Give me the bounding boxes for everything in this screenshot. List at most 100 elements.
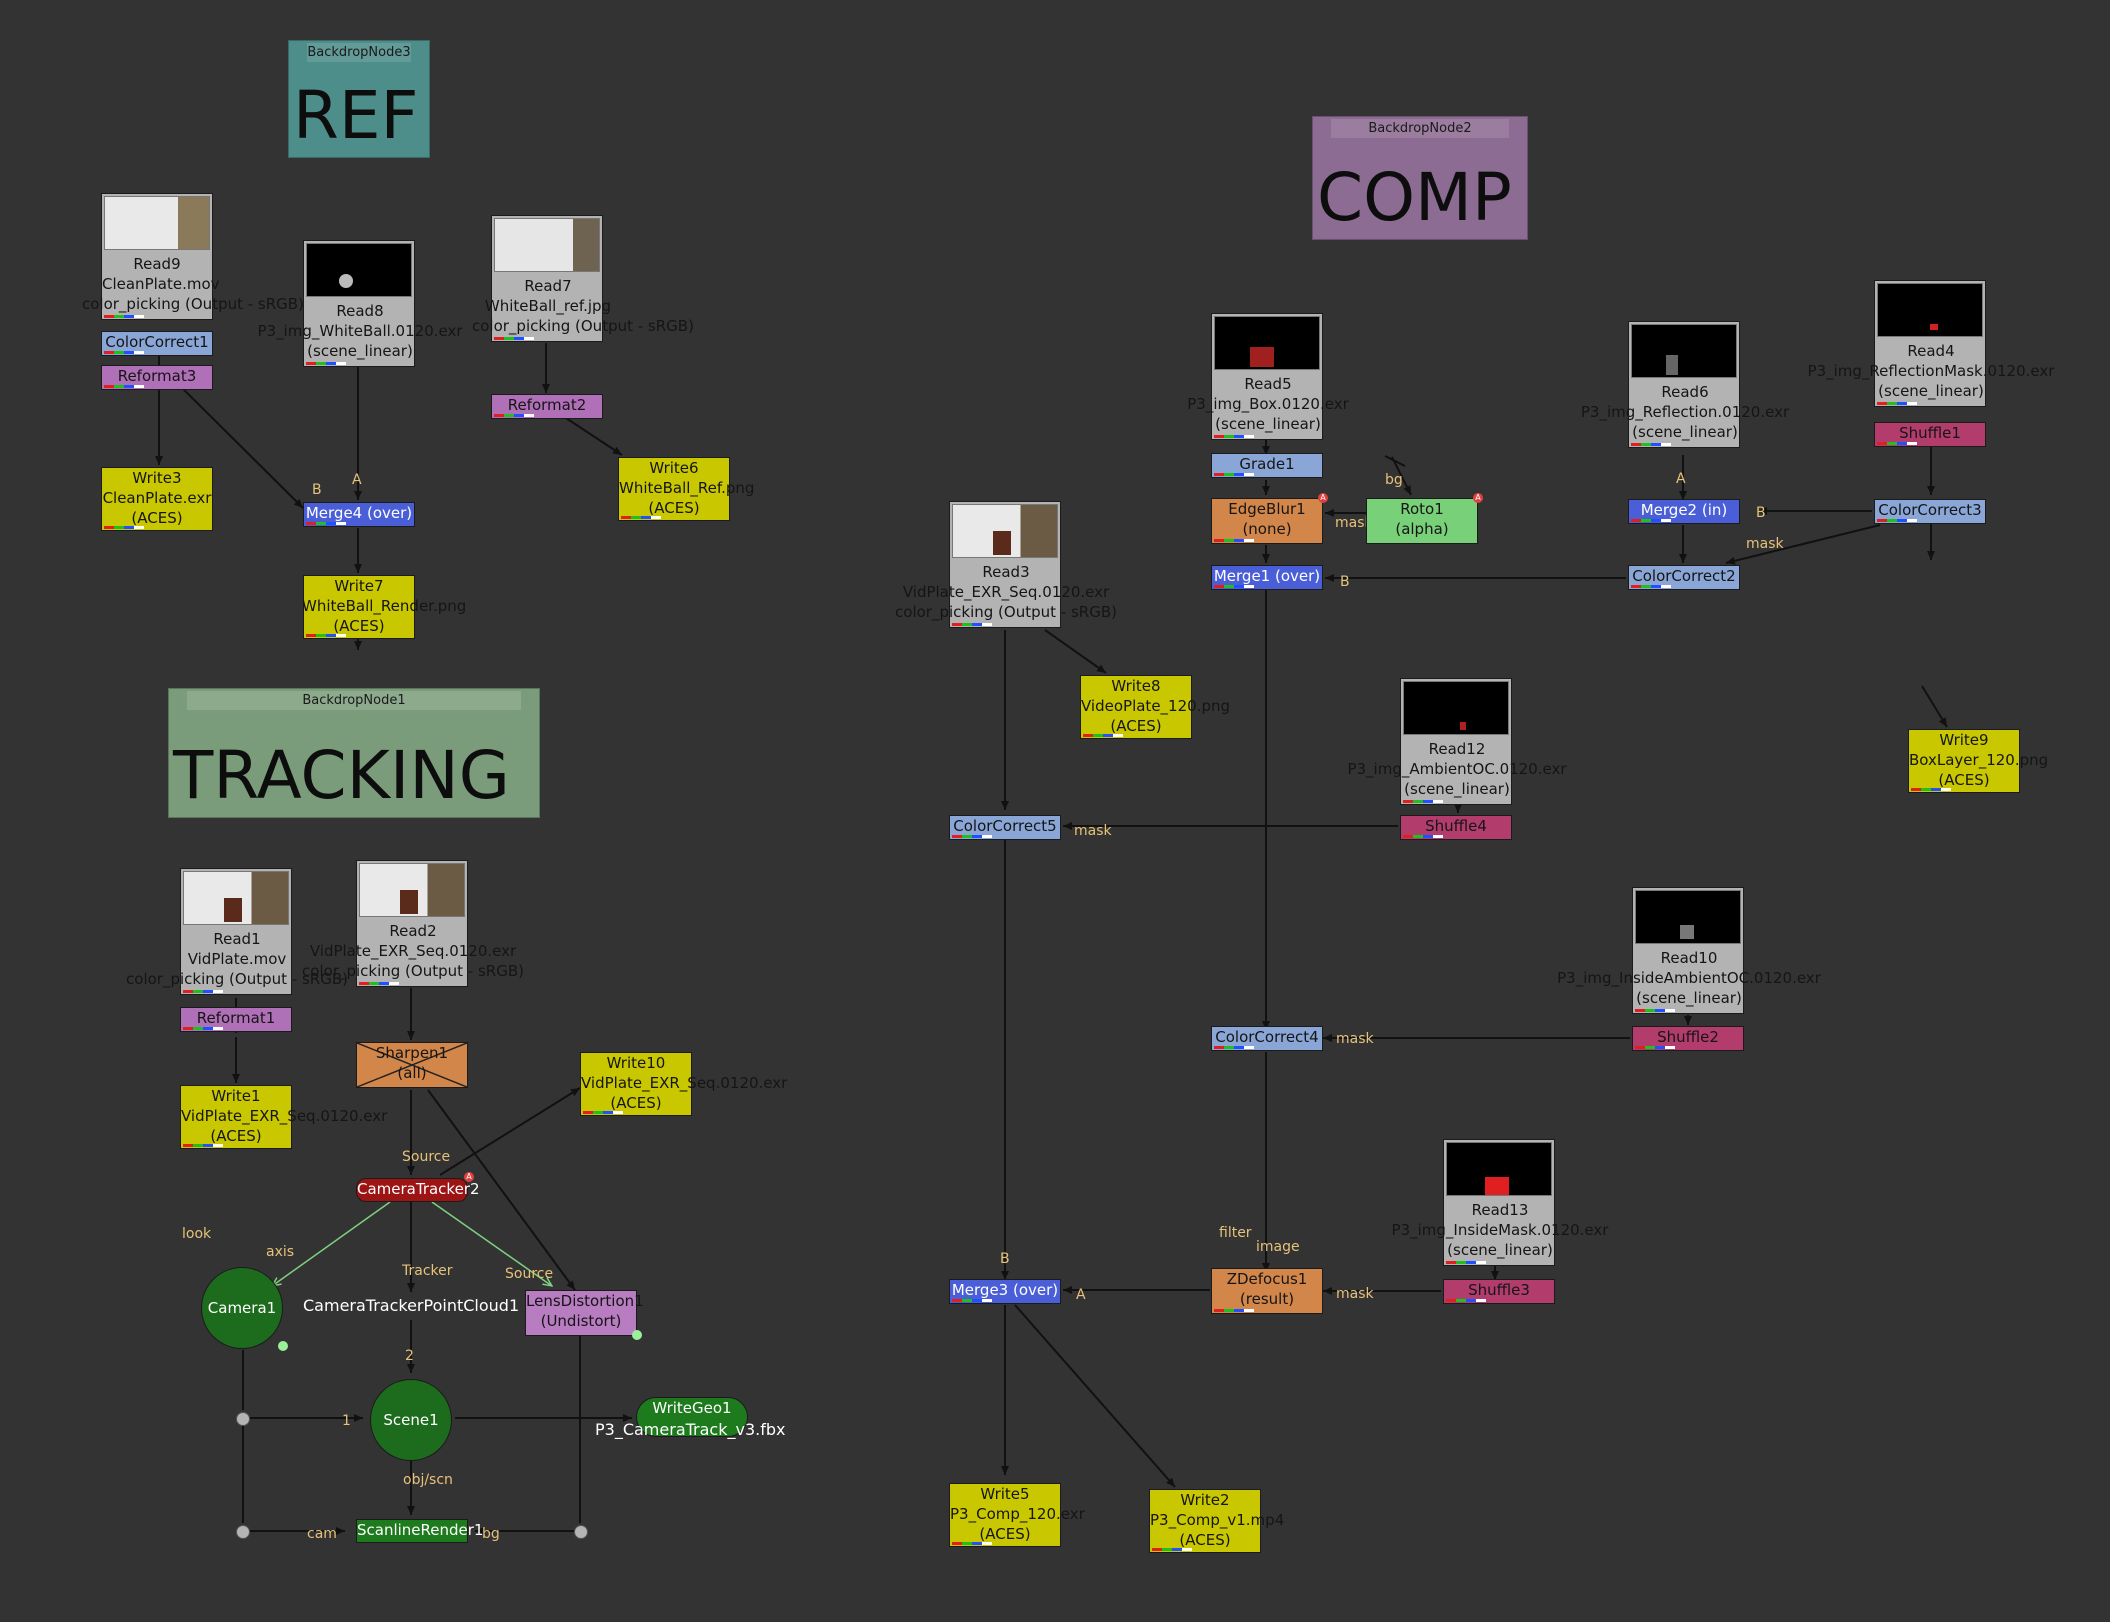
pipe-label-bg: bg [482, 1526, 500, 1542]
merge3-node[interactable]: Merge3 (over) [949, 1279, 1061, 1304]
cameratracker2-node[interactable]: CameraTracker2 [356, 1178, 480, 1202]
read5-node[interactable]: Read5 P3_img_Box.0120.exr (scene_linear) [1187, 313, 1349, 440]
channel-strip [1911, 788, 1951, 791]
lens-indicator-icon [632, 1330, 642, 1340]
node-colorspace: color_picking (Output - sRGB) [472, 317, 694, 335]
channel-strip [1214, 585, 1254, 588]
backdrop-tracking[interactable]: BackdropNode1 TRACKING [168, 688, 540, 818]
reformat1-node[interactable]: Reformat1 [180, 1007, 292, 1032]
shuffle4-node[interactable]: Shuffle4 [1400, 815, 1512, 840]
roto-badge-icon: A [1473, 493, 1483, 503]
writegeo1-node[interactable]: WriteGeo1 [636, 1397, 748, 1437]
backdrop-comp[interactable]: BackdropNode2 COMP [1312, 116, 1528, 240]
reformat3-node[interactable]: Reformat3 [101, 365, 213, 390]
colorcorrect5-node[interactable]: ColorCorrect5 [949, 815, 1061, 840]
camera1-node[interactable]: Camera1 [201, 1267, 283, 1349]
merge1-node[interactable]: Merge1 (over) [1211, 565, 1323, 590]
shuffle1-node[interactable]: Shuffle1 [1874, 422, 1986, 447]
read2-node[interactable]: Read2 VidPlate_EXR_Seq.0120.exr color_pi… [302, 860, 524, 987]
writegeo1-file: P3_CameraTrack_v3.fbx [595, 1420, 786, 1439]
sharpen1-node[interactable]: Sharpen1 (all) [356, 1042, 468, 1088]
channel-strip [1631, 519, 1671, 522]
pipe-label-mask: mask [1746, 536, 1784, 552]
read1-node[interactable]: Read1 VidPlate.mov color_picking (Output… [126, 868, 348, 995]
scanlinerender1-node[interactable]: ScanlineRender1 [356, 1519, 483, 1543]
colorcorrect4-node[interactable]: ColorCorrect4 [1211, 1026, 1323, 1051]
channel-strip [952, 623, 992, 626]
pipe-label-two: 2 [405, 1348, 414, 1364]
roto1-node[interactable]: Roto1 (alpha) [1366, 498, 1478, 544]
pipe-label-b: B [1340, 574, 1350, 590]
read9-node[interactable]: Read9 CleanPlate.mov color_picking (Outp… [82, 193, 304, 320]
node-file: VidPlate_EXR_Seq.0120.exr [181, 1107, 388, 1125]
read3-node[interactable]: Read3 VidPlate_EXR_Seq.0120.exr color_pi… [895, 501, 1117, 628]
node-file: VideoPlate_120.png [1081, 697, 1230, 715]
read12-node[interactable]: Read12 P3_img_AmbientOC.0120.exr (scene_… [1347, 678, 1567, 805]
dot-node[interactable] [574, 1525, 588, 1539]
write5-node[interactable]: Write5 P3_Comp_120.exr (ACES) [949, 1483, 1085, 1547]
read13-node[interactable]: Read13 P3_img_InsideMask.0120.exr (scene… [1392, 1139, 1608, 1266]
box-object [1250, 347, 1274, 367]
lensdistortion1-node[interactable]: LensDistortion1 (Undistort) [525, 1290, 644, 1336]
grade1-node[interactable]: Grade1 [1211, 453, 1323, 478]
thumbnail-image [104, 196, 210, 250]
pipe-label-source: Source [505, 1266, 554, 1282]
node-name: Read9 [133, 255, 181, 273]
read6-node[interactable]: Read6 P3_img_Reflection.0120.exr (scene_… [1581, 321, 1789, 448]
pipe-label-one: 1 [342, 1413, 351, 1429]
node-label: ColorCorrect5 [953, 817, 1057, 835]
channel-strip [1877, 402, 1917, 405]
merge2-node[interactable]: Merge2 (in) [1628, 499, 1740, 524]
pointcloud1-node[interactable]: CameraTrackerPointCloud1 [303, 1296, 520, 1315]
backdrop-label: COMP [1317, 159, 1512, 236]
read4-node[interactable]: Read4 P3_img_ReflectionMask.0120.exr (sc… [1808, 280, 2054, 407]
dot-node[interactable] [236, 1525, 250, 1539]
node-colorspace: color_picking (Output - sRGB) [126, 970, 348, 988]
node-label: Merge4 (over) [305, 504, 413, 522]
write9-node[interactable]: Write9 BoxLayer_120.png (ACES) [1908, 729, 2048, 793]
read10-node[interactable]: Read10 P3_img_InsideAmbientOC.0120.exr (… [1557, 887, 1821, 1014]
node-colorspace: (scene_linear) [1447, 1241, 1553, 1259]
node-label: Grade1 [1239, 455, 1295, 473]
node-colorspace: (scene_linear) [1636, 989, 1742, 1007]
white-ball [339, 274, 353, 288]
backdrop-title: BackdropNode1 [187, 691, 521, 710]
write6-node[interactable]: Write6 WhiteBall_Ref.png (ACES) [618, 457, 754, 521]
channel-strip [1214, 1046, 1254, 1049]
merge4-node[interactable]: Merge4 (over) [303, 502, 415, 527]
backdrop-label: REF [293, 77, 419, 154]
shuffle3-node[interactable]: Shuffle3 [1443, 1279, 1555, 1304]
write8-node[interactable]: Write8 VideoPlate_120.png (ACES) [1080, 675, 1230, 739]
colorcorrect1-node[interactable]: ColorCorrect1 [101, 331, 213, 356]
node-colorspace: color_picking (Output - sRGB) [82, 295, 304, 313]
node-name: Read13 [1471, 1201, 1529, 1219]
write10-node[interactable]: Write10 VidPlate_EXR_Seq.0120.exr (ACES) [580, 1052, 787, 1116]
shuffle2-node[interactable]: Shuffle2 [1632, 1026, 1744, 1051]
scene1-node[interactable]: Scene1 [370, 1379, 452, 1461]
reformat2-node[interactable]: Reformat2 [491, 394, 603, 419]
backdrop-ref[interactable]: BackdropNode3 REF [288, 40, 430, 158]
write2-node[interactable]: Write2 P3_Comp_v1.mp4 (ACES) [1149, 1489, 1284, 1553]
node-file: P3_img_Box.0120.exr [1187, 395, 1349, 413]
write7-node[interactable]: Write7 WhiteBall_Render.png (ACES) [302, 575, 466, 639]
channel-strip [952, 1542, 992, 1545]
thumbnail-image [494, 218, 600, 272]
node-file: P3_img_InsideAmbientOC.0120.exr [1557, 969, 1821, 987]
read7-node[interactable]: Read7 WhiteBall_ref.jpg color_picking (O… [472, 215, 694, 342]
write1-node[interactable]: Write1 VidPlate_EXR_Seq.0120.exr (ACES) [180, 1085, 388, 1149]
write3-node[interactable]: Write3 CleanPlate.exr (ACES) [101, 467, 213, 531]
colorcorrect3-node[interactable]: ColorCorrect3 [1874, 499, 1986, 524]
thumbnail-image [1635, 890, 1741, 944]
edgeblur1-node[interactable]: EdgeBlur1 (none) [1211, 498, 1323, 544]
dot-node[interactable] [236, 1412, 250, 1426]
channel-strip [306, 634, 346, 637]
node-name: Read6 [1661, 383, 1709, 401]
node-name: WriteGeo1 [652, 1399, 732, 1417]
zdefocus1-node[interactable]: ZDefocus1 (result) [1211, 1268, 1323, 1314]
read8-node[interactable]: Read8 P3_img_WhiteBall.0120.exr (scene_l… [257, 240, 463, 367]
channel-strip [1214, 435, 1254, 438]
colorcorrect2-node[interactable]: ColorCorrect2 [1628, 565, 1740, 590]
pipe-label-tracker: Tracker [402, 1263, 453, 1279]
node-file: CleanPlate.mov [102, 275, 220, 293]
